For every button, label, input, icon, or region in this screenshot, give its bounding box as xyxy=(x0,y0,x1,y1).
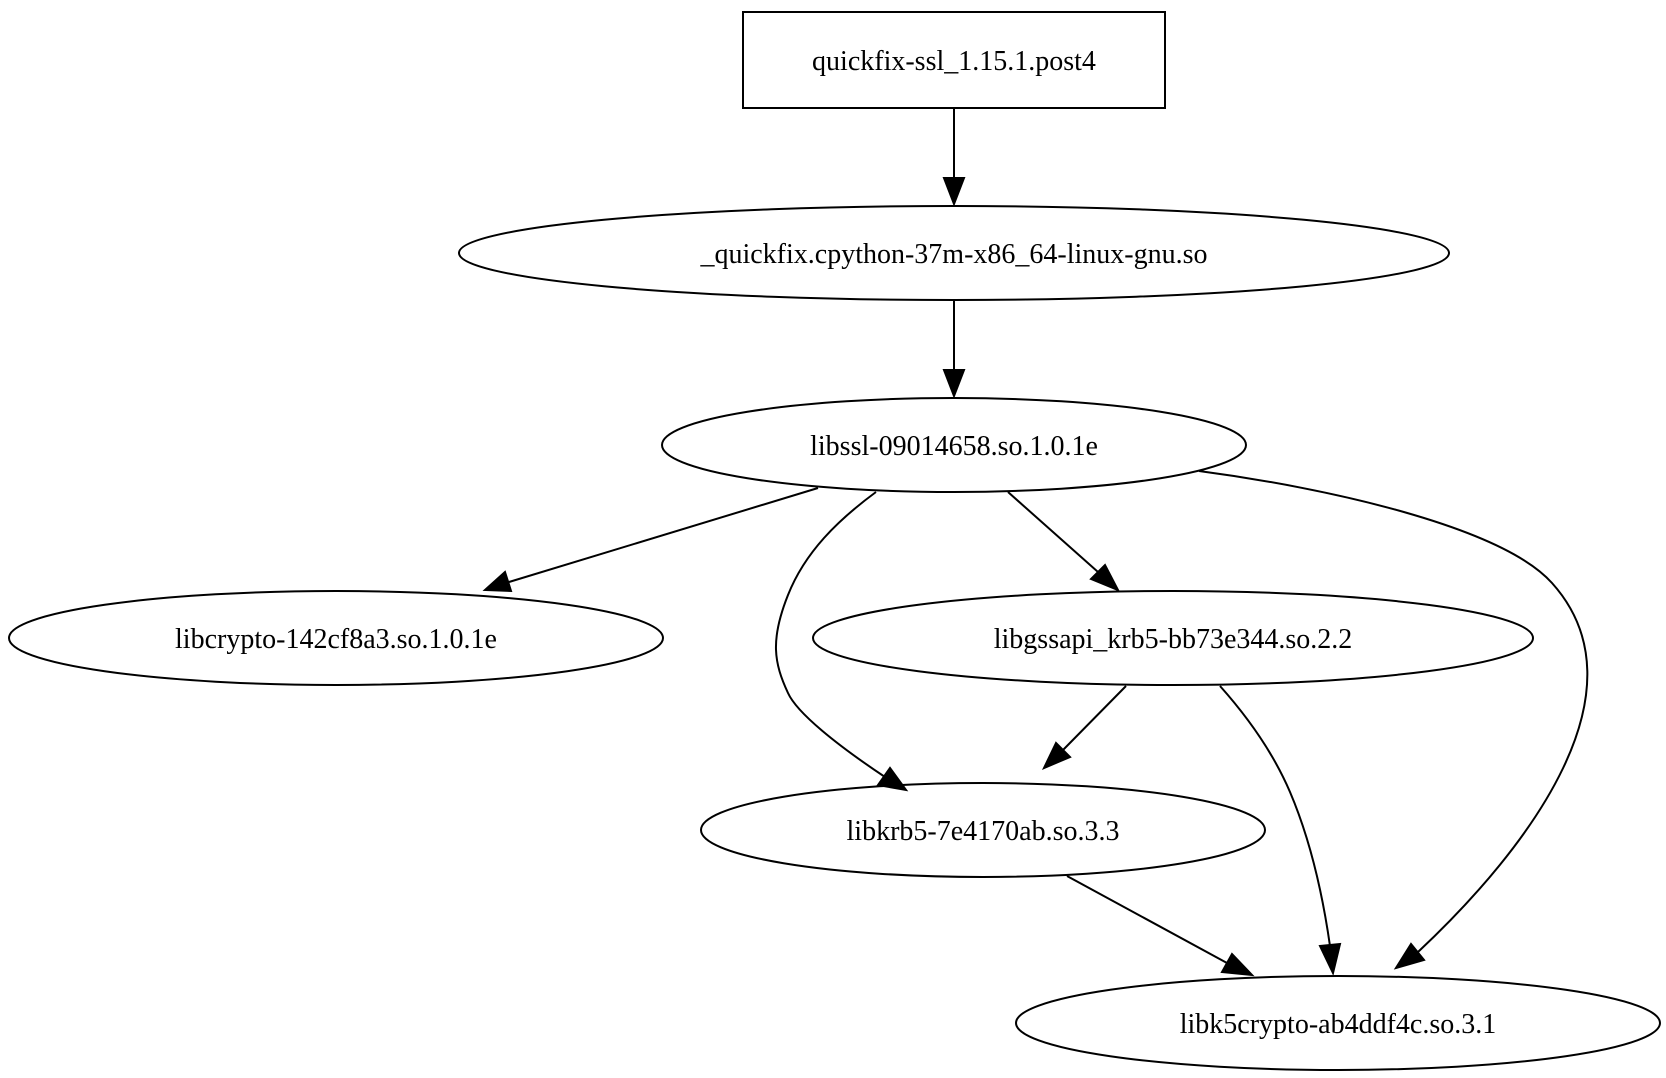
node-label-libgssapi: libgssapi_krb5-bb73e344.so.2.2 xyxy=(994,624,1353,655)
edge-libgssapi-to-libk5crypto xyxy=(1219,685,1342,976)
node-ellipse-libgssapi xyxy=(812,590,1534,686)
node-libcrypto[interactable]: libcrypto-142cf8a3.so.1.0.1e xyxy=(8,590,664,686)
node-libk5crypto[interactable]: libk5crypto-ab4ddf4c.so.3.1 xyxy=(1015,975,1661,1071)
node-label-quickfix-ssl: quickfix-ssl_1.15.1.post4 xyxy=(812,46,1096,77)
node-label-quickfix-so: _quickfix.cpython-37m-x86_64-linux-gnu.s… xyxy=(699,239,1207,270)
edge-libssl-to-libgssapi xyxy=(1007,491,1121,592)
node-ellipse-libkrb5 xyxy=(700,782,1266,878)
node-label-libssl: libssl-09014658.so.1.0.1e xyxy=(810,431,1098,462)
edge-libkrb5-to-libk5crypto xyxy=(1066,875,1255,977)
graph-nodes: quickfix-ssl_1.15.1.post4 _quickfix.cpyt… xyxy=(8,11,1661,1071)
node-box-quickfix-ssl xyxy=(742,11,1166,109)
node-quickfix-so[interactable]: _quickfix.cpython-37m-x86_64-linux-gnu.s… xyxy=(458,205,1450,301)
node-ellipse-quickfix-so xyxy=(458,205,1450,301)
node-label-libk5crypto: libk5crypto-ab4ddf4c.so.3.1 xyxy=(1180,1009,1497,1040)
edge-quickfix-ssl-to-quickfix-so xyxy=(942,108,966,207)
node-libgssapi[interactable]: libgssapi_krb5-bb73e344.so.2.2 xyxy=(812,590,1534,686)
node-libkrb5[interactable]: libkrb5-7e4170ab.so.3.3 xyxy=(700,782,1266,878)
node-label-libcrypto: libcrypto-142cf8a3.so.1.0.1e xyxy=(175,624,497,655)
node-ellipse-libk5crypto xyxy=(1015,975,1661,1071)
edge-libssl-to-libcrypto xyxy=(482,487,819,593)
node-label-libkrb5: libkrb5-7e4170ab.so.3.3 xyxy=(847,816,1120,847)
node-libssl[interactable]: libssl-09014658.so.1.0.1e xyxy=(661,397,1247,493)
node-quickfix-ssl[interactable]: quickfix-ssl_1.15.1.post4 xyxy=(742,11,1166,109)
edge-libssl-to-libk5crypto xyxy=(1198,470,1589,970)
node-ellipse-libcrypto xyxy=(8,590,664,686)
node-ellipse-libssl xyxy=(661,397,1247,493)
edge-libssl-to-libkrb5 xyxy=(774,491,909,792)
edge-quickfix-so-to-libssl xyxy=(942,300,966,399)
edge-libgssapi-to-libkrb5 xyxy=(1041,685,1127,770)
